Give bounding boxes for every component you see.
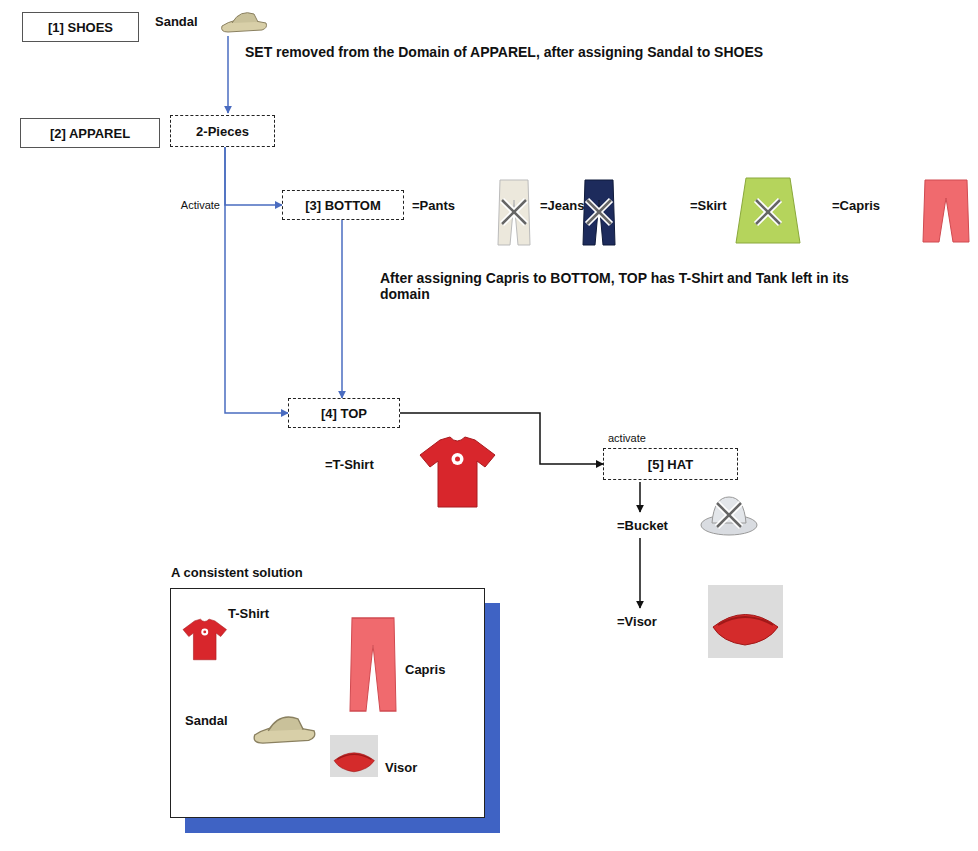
box-label: [5] HAT [648,457,693,472]
box-label: [3] BOTTOM [305,198,381,213]
solution-panel: A consistent solution [170,588,485,818]
variable-box: [1] SHOES [22,12,139,42]
text-label: Capris [405,662,445,677]
connector [225,147,288,413]
text-label: =Skirt [690,198,727,213]
value-box: 2-Pieces [170,115,275,147]
text-label: =Bucket [617,518,668,533]
box-label: 2-Pieces [196,124,249,139]
text-label: After assigning Capris to BOTTOM, TOP ha… [380,270,870,302]
panel-heading: A consistent solution [171,565,303,580]
variable-box: [3] BOTTOM [282,190,404,220]
text-label: SET removed from the Domain of APPAREL, … [245,44,763,60]
text-label: Sandal [155,14,198,29]
text-label: =Pants [412,198,455,213]
box-label: [4] TOP [321,406,367,421]
text-label: =Capris [832,198,880,213]
text-label: Sandal [185,713,228,728]
text-label: =Visor [617,614,657,629]
connector [400,413,603,464]
variable-box: [4] TOP [288,398,400,428]
text-label: =Jeans [540,198,584,213]
variable-box: [5] HAT [603,448,738,480]
box-label: [2] APPAREL [50,126,130,141]
edge-label: activate [607,432,647,444]
connector [341,220,343,398]
connector [225,147,282,205]
text-label: Visor [385,760,417,775]
text-label: T-Shirt [228,606,269,621]
variable-box: [2] APPAREL [20,118,160,148]
text-label: =T-Shirt [325,457,374,472]
edge-label: Activate [180,199,221,211]
box-label: [1] SHOES [48,20,113,35]
